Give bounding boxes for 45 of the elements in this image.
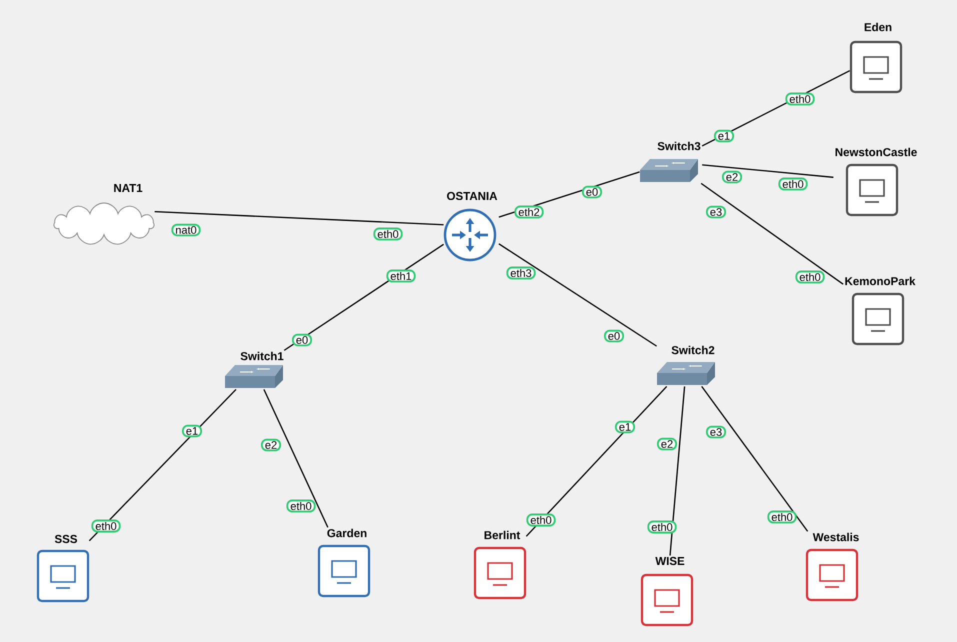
port-label: eth0 xyxy=(795,270,825,284)
port-label: eth0 xyxy=(767,510,797,524)
port-label: eth0 xyxy=(373,228,403,240)
link-line xyxy=(702,164,834,178)
port-label: eth0 xyxy=(785,92,815,106)
port-label: e2 xyxy=(657,438,678,450)
node-name: Westalis xyxy=(812,532,859,542)
port-label: e1 xyxy=(182,424,202,438)
link-line xyxy=(701,386,808,532)
port-label: eth0 xyxy=(91,520,121,532)
node-name: Garden xyxy=(327,528,366,538)
node-name: OSTANIA xyxy=(447,192,498,200)
port-label: e1 xyxy=(714,130,734,142)
node-name: NAT1 xyxy=(114,184,142,192)
node-name: Berlint xyxy=(484,530,520,540)
node-name: WISE xyxy=(655,556,684,566)
node-name: NewstonCastle xyxy=(836,148,917,156)
node-name: Switch2 xyxy=(672,346,714,354)
port-label: e0 xyxy=(604,330,624,342)
port-label: eth0 xyxy=(526,514,556,526)
port-label: e2 xyxy=(260,438,282,452)
port-label: eth3 xyxy=(506,266,536,280)
node-name: Switch3 xyxy=(658,142,700,150)
node-name: Eden xyxy=(864,22,892,32)
link-line xyxy=(669,386,686,556)
port-label: e3 xyxy=(706,426,726,438)
port-label: eth2 xyxy=(514,206,544,218)
node-name: SSS xyxy=(54,534,78,544)
link-line xyxy=(263,389,328,528)
port-label: e0 xyxy=(582,186,602,198)
port-label: e2 xyxy=(722,170,742,184)
link-line xyxy=(154,211,444,226)
port-label: eth0 xyxy=(286,500,316,512)
port-label: e1 xyxy=(615,420,636,434)
port-label: e0 xyxy=(292,334,312,346)
port-label: eth0 xyxy=(647,520,677,534)
link-line xyxy=(700,182,844,285)
port-label: eth1 xyxy=(386,270,416,282)
port-label: e3 xyxy=(706,206,726,218)
node-name: Switch1 xyxy=(240,352,284,360)
port-label: eth0 xyxy=(778,178,808,190)
node-name: KemonoPark xyxy=(845,276,916,286)
link-line xyxy=(498,243,657,347)
port-label: nat0 xyxy=(171,224,201,236)
link-line xyxy=(88,388,236,542)
